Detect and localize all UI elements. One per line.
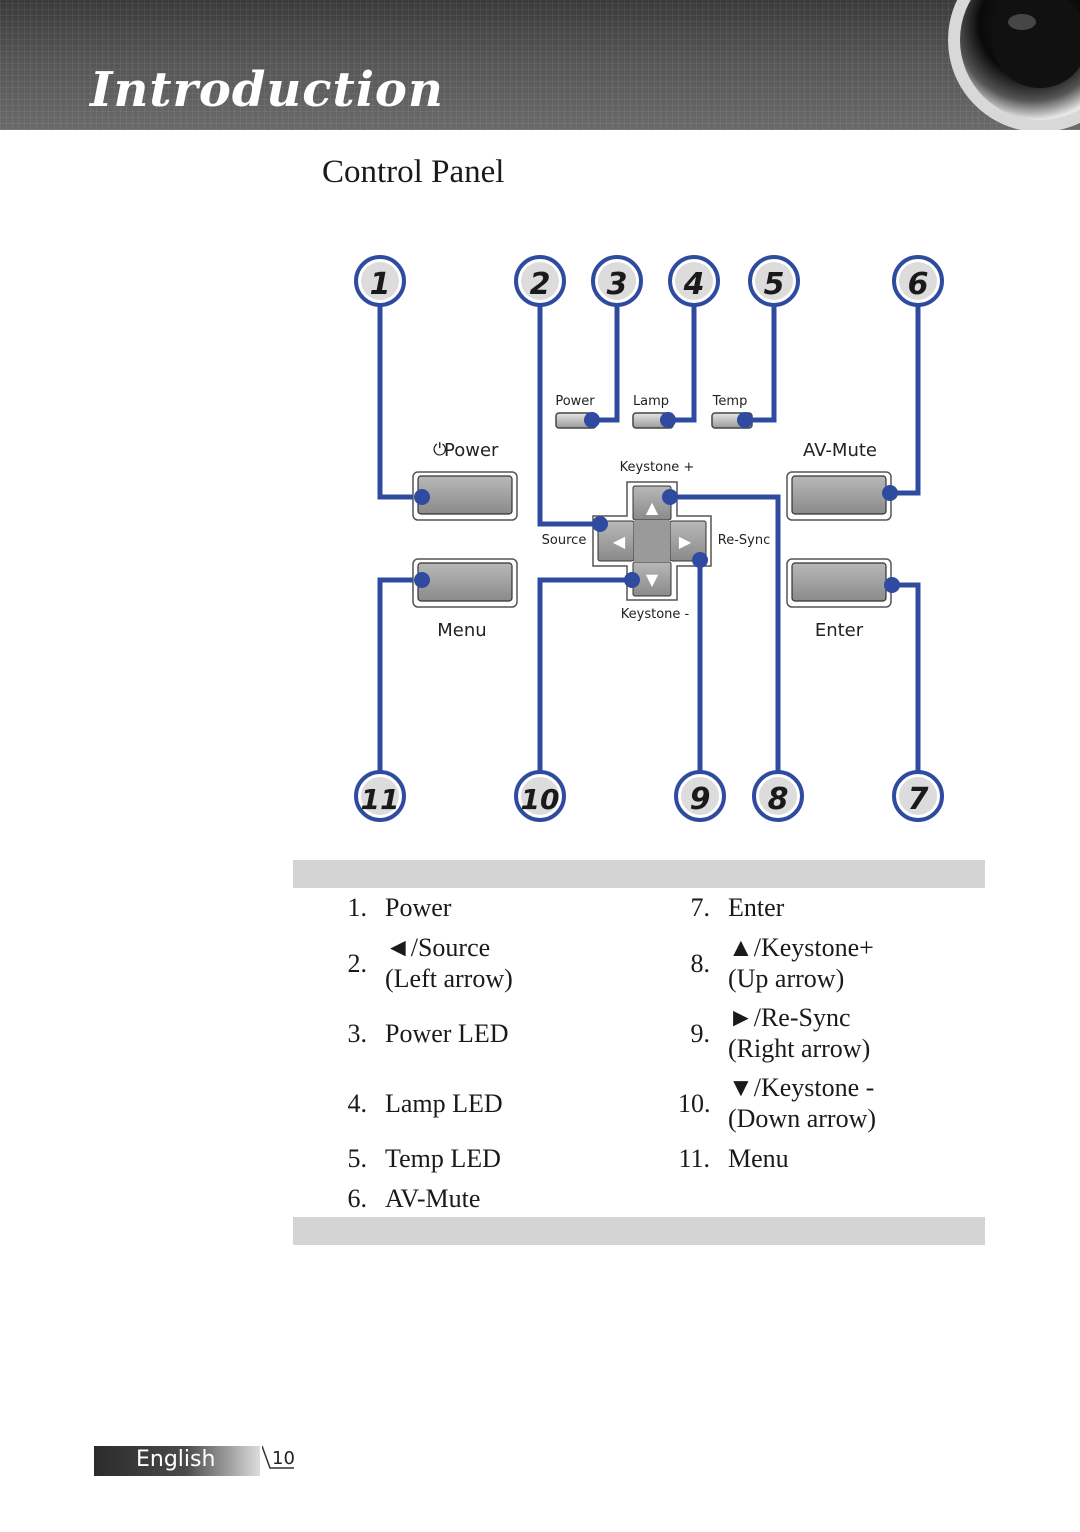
legend-top-bar xyxy=(293,860,985,888)
svg-text:7: 7 xyxy=(908,782,929,817)
lens-graphic xyxy=(930,0,1080,130)
resync-label: Re-Sync xyxy=(718,533,770,548)
power-symbol-icon: ⏻ xyxy=(433,440,447,460)
legend-number: 11. xyxy=(678,1144,710,1173)
legend-label: ▼/Keystone - xyxy=(728,1073,875,1102)
svg-text:3: 3 xyxy=(607,267,628,302)
callout-1: 1 xyxy=(354,255,406,307)
led-label-temp: Temp xyxy=(712,394,748,409)
menu-button xyxy=(417,562,513,602)
footer-language-tab: English xyxy=(94,1446,260,1476)
svg-text:10: 10 xyxy=(521,783,560,816)
legend-number: 3. xyxy=(347,1019,368,1048)
keystone-down-label: Keystone - xyxy=(621,607,690,622)
legend-number: 8. xyxy=(690,949,711,978)
legend-number: 4. xyxy=(347,1089,368,1118)
legend-number: 9. xyxy=(690,1019,711,1048)
svg-text:5: 5 xyxy=(764,267,785,302)
legend-label: ◄/Source xyxy=(385,933,491,962)
direction-pad: Keystone + Keystone - Source Re-Sync ▲ ▼… xyxy=(542,460,771,622)
connector-dots xyxy=(414,412,900,593)
page-header: Introduction xyxy=(0,0,1080,130)
svg-text:8: 8 xyxy=(768,782,789,817)
svg-text:9: 9 xyxy=(690,782,711,817)
enter-button-label: Enter xyxy=(815,620,864,641)
footer-page-tab: 10 xyxy=(262,1446,295,1476)
legend-item-4: 4. Lamp LED xyxy=(345,1088,645,1120)
callout-circles: 1 2 3 4 5 6 11 10 9 8 7 xyxy=(354,255,944,822)
left-arrow-icon: ◀ xyxy=(613,532,626,551)
legend-number: 1. xyxy=(347,893,368,922)
legend-label: Temp LED xyxy=(385,1144,501,1173)
legend-item-6: 6. AV-Mute xyxy=(345,1183,645,1215)
page-number: 10 xyxy=(272,1448,295,1469)
callout-2: 2 xyxy=(514,255,566,307)
legend-label: ►/Re-Sync xyxy=(728,1003,851,1032)
up-arrow-icon: ▲ xyxy=(646,498,659,517)
legend-label: Enter xyxy=(728,893,785,922)
svg-text:11: 11 xyxy=(361,783,400,816)
legend-label: AV-Mute xyxy=(385,1184,481,1213)
legend-label: ▲/Keystone+ xyxy=(728,933,874,962)
legend-label: Power xyxy=(385,893,452,922)
callout-11: 11 xyxy=(354,770,406,822)
legend-label: Lamp LED xyxy=(385,1089,503,1118)
menu-button-label: Menu xyxy=(437,620,486,641)
legend-number: 5. xyxy=(347,1144,368,1173)
section-title: Control Panel xyxy=(322,154,505,190)
legend-number: 10. xyxy=(678,1089,711,1118)
legend-item-2: 2. ◄/Source (Left arrow) xyxy=(345,932,645,996)
power-button-label: Power xyxy=(444,440,499,461)
keystone-up-label: Keystone + xyxy=(620,460,695,475)
footer-language: English xyxy=(136,1447,216,1472)
led-label-lamp: Lamp xyxy=(633,394,669,409)
svg-text:2: 2 xyxy=(530,267,551,302)
down-arrow-icon: ▼ xyxy=(646,570,659,589)
callout-3: 3 xyxy=(591,255,643,307)
legend-item-3: 3. Power LED xyxy=(345,1018,645,1050)
callout-6: 6 xyxy=(892,255,944,307)
legend-item-9: 9. ►/Re-Sync (Right arrow) xyxy=(688,1002,978,1066)
enter-button xyxy=(791,562,887,602)
chapter-title: Introduction xyxy=(90,62,444,118)
legend-item-10: 10. ▼/Keystone - (Down arrow) xyxy=(678,1072,978,1136)
panel-buttons: ⏻ Power AV-Mute Menu Enter xyxy=(412,440,892,641)
right-arrow-icon: ▶ xyxy=(679,532,692,551)
control-panel-diagram: Power Lamp Temp ⏻ Power AV-Mute Menu Ent… xyxy=(340,248,960,838)
power-button xyxy=(417,475,513,515)
legend-item-8: 8. ▲/Keystone+ (Up arrow) xyxy=(688,932,978,996)
legend-item-1: 1. Power xyxy=(345,892,645,924)
legend-number: 6. xyxy=(347,1184,368,1213)
callout-4: 4 xyxy=(668,255,720,307)
legend-number: 7. xyxy=(690,893,711,922)
svg-text:6: 6 xyxy=(908,267,929,302)
callout-10: 10 xyxy=(514,770,566,822)
legend-item-11: 11. Menu xyxy=(678,1143,978,1175)
connector-lines xyxy=(377,306,921,771)
legend-number: 2. xyxy=(347,949,368,978)
callout-7: 7 xyxy=(892,770,944,822)
callout-8: 8 xyxy=(752,770,804,822)
legend-label-sub: (Left arrow) xyxy=(385,964,513,993)
legend-label: Power LED xyxy=(385,1019,509,1048)
legend-bottom-bar xyxy=(293,1217,985,1245)
av-mute-button xyxy=(791,475,887,515)
callout-5: 5 xyxy=(748,255,800,307)
av-mute-button-label: AV-Mute xyxy=(803,440,877,461)
callout-9: 9 xyxy=(674,770,726,822)
led-label-power: Power xyxy=(555,394,595,409)
legend-label-sub: (Right arrow) xyxy=(728,1034,871,1063)
legend-label-sub: (Down arrow) xyxy=(728,1104,877,1133)
legend-label-sub: (Up arrow) xyxy=(728,964,845,993)
legend-item-5: 5. Temp LED xyxy=(345,1143,645,1175)
source-label: Source xyxy=(542,533,587,548)
legend-label: Menu xyxy=(728,1144,789,1173)
legend-item-7: 7. Enter xyxy=(688,892,978,924)
svg-text:1: 1 xyxy=(370,267,391,302)
svg-text:4: 4 xyxy=(683,267,705,302)
